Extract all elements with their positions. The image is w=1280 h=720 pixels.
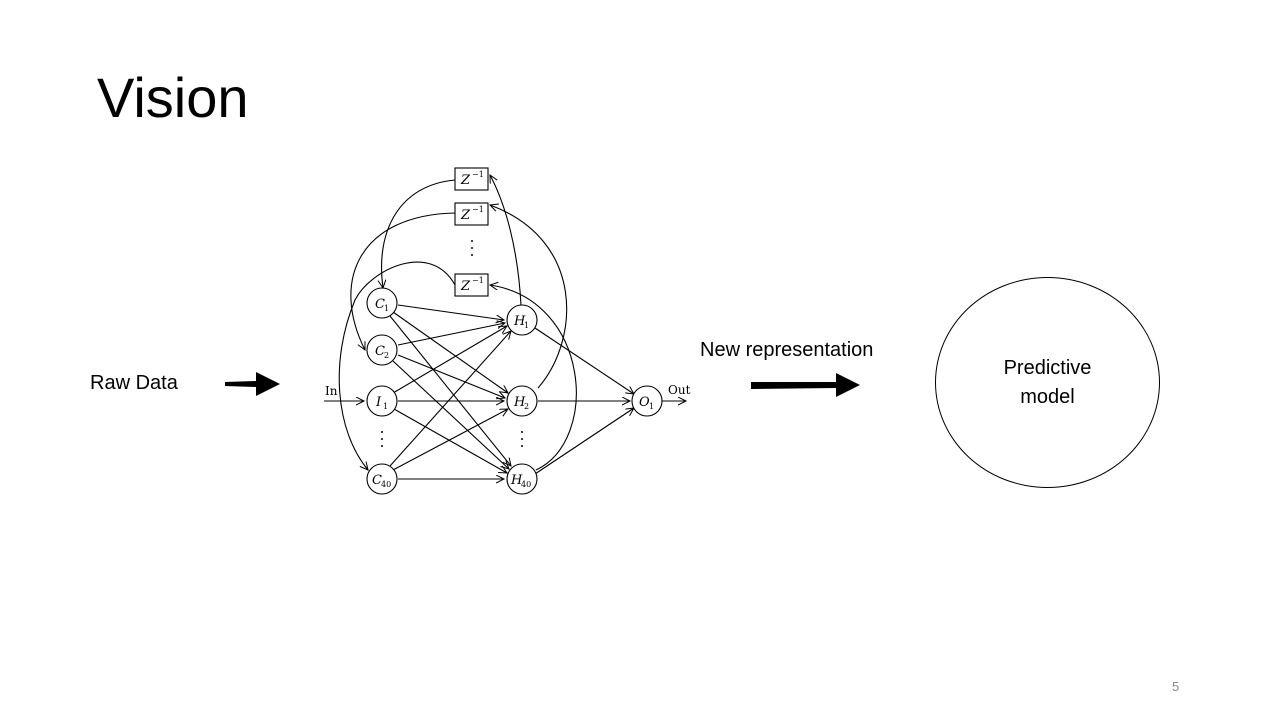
predictive-model-circle: Predictive model [935,277,1160,488]
delay-box-sup: −1 [472,170,484,179]
node-c1: C 1 [366,287,398,319]
loop-z1-c1 [382,179,456,288]
svg-text:1: 1 [384,304,389,313]
predictive-model-label: Predictive model [1003,356,1092,408]
svg-text:C: C [375,297,385,312]
loop-h2-z2 [490,205,568,389]
delay-box-ellipsis [471,240,473,256]
node-i1: I 1 [366,385,398,417]
svg-text:40: 40 [521,480,531,489]
svg-text:C: C [375,344,385,359]
svg-text:I: I [375,395,382,410]
delay-box-2: Z −1 [454,202,489,226]
edge-c2-h40 [392,360,509,469]
node-c40: C 40 [366,463,398,495]
edge-c40-h2 [392,409,508,471]
svg-text:O: O [639,395,650,410]
edge-c2-h2 [397,354,505,398]
edge-c40-h1 [389,331,511,467]
loop-z2-c2 [350,212,456,350]
node-h2: H 2 [506,385,538,417]
svg-text:H: H [513,395,526,410]
node-h1: H 1 [506,304,538,336]
edge-c1-h2 [392,311,508,393]
slide-title: Vision [97,66,249,129]
input-label: In [325,384,338,398]
delay-box-label: Z [460,279,471,294]
loop-z3-c40 [338,261,456,470]
svg-text:2: 2 [384,351,389,360]
svg-text:1: 1 [383,402,388,411]
new-representation-label: New representation [700,339,874,361]
delay-box-3: Z −1 [454,273,489,297]
svg-text:C: C [372,473,382,488]
node-ellipsis-left [381,431,383,447]
delay-box-sup: −1 [472,276,484,285]
edge-i1-h40 [393,408,507,473]
new-representation-arrow-icon [751,373,860,397]
edge-c2-h1 [397,323,505,346]
raw-data-label: Raw Data [90,372,178,394]
recurrent-network-diagram: Z −1 Z −1 Z −1 C 1 C 2 I 1 C 40 [324,167,691,495]
node-o1: O 1 [631,385,663,417]
svg-text:H: H [513,314,526,329]
edge-c1-h40 [389,315,511,466]
loop-h40-z3 [490,285,577,471]
delay-box-sup: −1 [472,205,484,214]
svg-text:H: H [510,473,523,488]
edge-h1-o1 [534,327,634,394]
edge-h40-o1 [534,408,634,475]
node-ellipsis-hidden [521,431,523,447]
output-label: Out [668,383,691,397]
delay-box-label: Z [460,208,471,223]
loop-h1-z1 [490,175,522,306]
delay-box-label: Z [460,173,471,188]
edge-i1-h1 [392,326,507,394]
svg-text:2: 2 [524,402,529,411]
page-number: 5 [1172,679,1180,694]
svg-text:40: 40 [381,480,391,489]
raw-data-arrow-icon [225,372,280,396]
node-c2: C 2 [366,334,398,366]
svg-text:1: 1 [524,321,529,330]
delay-box-1: Z −1 [454,167,489,191]
node-h40: H 40 [506,463,538,495]
svg-text:1: 1 [649,402,654,411]
edge-c1-h1 [397,304,504,320]
